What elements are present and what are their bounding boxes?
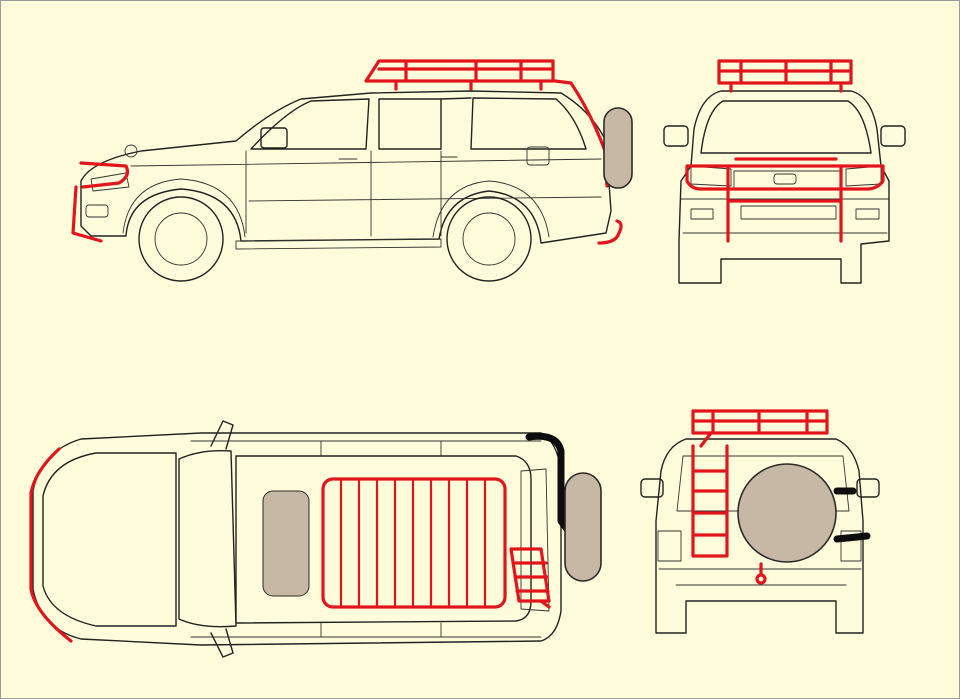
front-foglights	[690, 208, 880, 220]
side-spare-tyre	[603, 107, 633, 189]
side-front-wheel	[138, 196, 224, 282]
side-fuel-door	[526, 146, 550, 166]
front-roof-rack	[717, 59, 853, 93]
top-rear-ladder	[509, 547, 551, 609]
front-headlights	[690, 165, 882, 187]
side-body-outline	[80, 90, 612, 244]
rear-tyre-carrier	[833, 487, 871, 543]
rear-right-mirror	[856, 478, 880, 498]
rear-spare-tyre	[737, 463, 837, 563]
front-bumper	[680, 198, 890, 234]
side-front-rim	[154, 212, 208, 266]
rear-view	[640, 409, 880, 634]
top-side-lines	[190, 440, 542, 638]
side-foglight	[85, 204, 109, 218]
front-windshield	[700, 100, 872, 154]
side-view	[71, 59, 633, 282]
side-mirror	[260, 127, 288, 149]
side-mirror-knob	[124, 144, 138, 158]
side-arch-rear	[432, 180, 550, 238]
rear-left-mirror	[640, 478, 664, 498]
front-bull-bar	[685, 157, 885, 243]
top-left-mirror	[210, 420, 234, 450]
side-roof-rack	[364, 59, 555, 91]
front-badge	[773, 173, 797, 185]
top-hood	[42, 452, 177, 627]
rear-window	[676, 455, 850, 512]
side-rear-rim	[462, 212, 516, 266]
front-body-outline	[678, 90, 890, 284]
side-pillar	[440, 97, 472, 100]
top-spare-tyre	[564, 472, 602, 582]
side-handles	[338, 156, 458, 160]
side-tow-hitch	[597, 219, 623, 245]
side-door-lines	[130, 150, 602, 237]
top-sunroof	[262, 490, 310, 597]
rear-tow-hitch	[755, 562, 767, 585]
rear-body-outline	[655, 438, 864, 634]
side-step	[235, 238, 442, 250]
top-windshield	[178, 449, 237, 628]
rear-taillights	[657, 530, 862, 562]
side-bull-bar	[71, 161, 130, 243]
top-bumper-guard	[29, 447, 73, 643]
rear-ladder	[691, 431, 729, 558]
front-view	[663, 59, 906, 284]
top-tow-hitch	[525, 432, 571, 533]
top-view	[29, 420, 602, 658]
front-left-mirror	[663, 125, 689, 147]
top-roof-rack	[321, 477, 507, 609]
front-grille	[733, 170, 842, 220]
top-right-mirror	[210, 628, 234, 658]
rear-roof-rack	[691, 409, 829, 435]
side-rear-wheel	[446, 196, 532, 282]
front-right-mirror	[880, 125, 906, 147]
side-windows	[250, 97, 587, 150]
side-arch-front	[122, 178, 246, 238]
